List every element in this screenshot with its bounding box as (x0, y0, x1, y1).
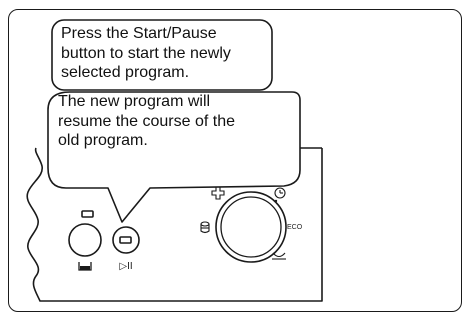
timer-clock-icon (274, 187, 286, 199)
eco-label: ECO (287, 224, 303, 231)
callout-top-line-1: Press the Start/Pause (61, 25, 217, 42)
laundry-basin-icon (78, 262, 92, 271)
callout-top-line-2: button to start the newly (61, 44, 231, 62)
round-button-left (68, 223, 102, 257)
callout-text-bottom: The new program will resume the course o… (58, 92, 235, 151)
drum-clean-icon (200, 221, 210, 234)
position-dot-icon (274, 199, 278, 203)
start-pause-indicator-lamp (119, 236, 132, 244)
illustration-frame (8, 9, 462, 312)
basin-icon (272, 252, 286, 260)
start-pause-symbol: ▷II (119, 261, 132, 272)
callout-bottom-line-3: old program. (58, 132, 148, 149)
callout-bubble-top (51, 19, 273, 91)
callout-bubble-bottom (47, 91, 301, 223)
indicator-lamp-left (81, 210, 94, 218)
callout-text-top: Press the Start/Pause button to start th… (61, 24, 231, 83)
control-panel-outline (26, 147, 323, 302)
callout-bottom-line-2: resume the course of the (58, 112, 235, 130)
program-selector-knob-inner (220, 196, 282, 258)
cotton-icon (211, 186, 225, 200)
callout-bottom-line-1: The new program will (58, 93, 211, 110)
callout-top-line-3: selected program. (61, 64, 190, 81)
